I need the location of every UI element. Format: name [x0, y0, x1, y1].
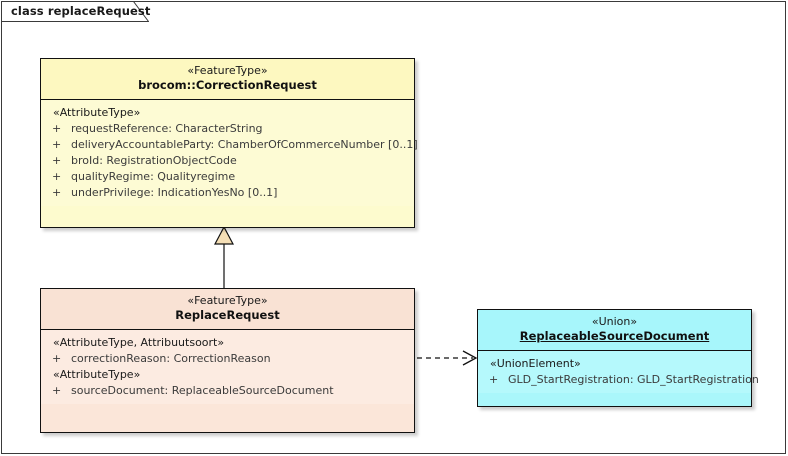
attribute-row[interactable]: + deliveryAccountableParty: ChamberOfCom… — [43, 137, 418, 153]
attribute-visibility: + — [52, 352, 62, 365]
attribute-row[interactable]: + qualityRegime: Qualityregime — [43, 169, 412, 185]
attribute-visibility: + — [52, 154, 62, 167]
attribute-label: sourceDocument: ReplaceableSourceDocumen… — [71, 384, 334, 397]
class-header-replaceable-source-document: «Union» ReplaceableSourceDocument — [478, 310, 751, 351]
class-box-replace-request[interactable]: «FeatureType» ReplaceRequest «AttributeT… — [40, 288, 415, 433]
attribute-label: requestReference: CharacterString — [71, 122, 263, 135]
class-box-replaceable-source-document[interactable]: «Union» ReplaceableSourceDocument «Union… — [477, 309, 759, 407]
class-header-correction-request: «FeatureType» brocom::CorrectionRequest — [41, 59, 414, 100]
attribute-label: underPrivilege: IndicationYesNo [0..1] — [71, 186, 278, 199]
class-stereotype: «Union» — [591, 315, 638, 328]
attribute-label: broId: RegistrationObjectCode — [71, 154, 237, 167]
attribute-visibility: + — [52, 138, 62, 151]
attribute-visibility: + — [52, 186, 62, 199]
class-name: ReplaceRequest — [175, 308, 280, 322]
attribute-label: deliveryAccountableParty: ChamberOfComme… — [71, 138, 418, 151]
attribute-label: correctionReason: CorrectionReason — [71, 352, 271, 365]
class-stereotype: «FeatureType» — [187, 64, 268, 77]
attribute-row[interactable]: + requestReference: CharacterString — [43, 121, 412, 137]
diagram-title-label: class replaceRequest — [11, 4, 151, 18]
attribute-row[interactable]: + correctionReason: CorrectionReason — [43, 351, 412, 367]
attribute-visibility: + — [52, 122, 62, 135]
attribute-group-label: «AttributeType, Attribuutsoort» — [53, 336, 225, 349]
attribute-label: qualityRegime: Qualityregime — [71, 170, 236, 183]
attribute-group-label: «AttributeType» — [53, 106, 141, 119]
class-box-correction-request[interactable]: «FeatureType» brocom::CorrectionRequest … — [40, 58, 418, 228]
class-name: brocom::CorrectionRequest — [138, 78, 317, 92]
attribute-group-label: «AttributeType» — [53, 368, 141, 381]
class-stereotype: «FeatureType» — [187, 294, 268, 307]
attribute-row[interactable]: + sourceDocument: ReplaceableSourceDocum… — [43, 383, 412, 399]
class-body-replaceable-source-document: «UnionElement» + GLD_StartRegistration: … — [478, 351, 759, 393]
class-body-replace-request: «AttributeType, Attribuutsoort» + correc… — [41, 330, 414, 404]
attribute-row[interactable]: + broId: RegistrationObjectCode — [43, 153, 412, 169]
attribute-label: GLD_StartRegistration: GLD_StartRegistra… — [508, 373, 759, 386]
attribute-row[interactable]: + GLD_StartRegistration: GLD_StartRegist… — [480, 372, 759, 388]
attribute-visibility: + — [52, 170, 62, 183]
diagram-title-tab: class replaceRequest — [1, 1, 151, 22]
attribute-visibility: + — [52, 384, 62, 397]
attribute-visibility: + — [489, 373, 499, 386]
class-name: ReplaceableSourceDocument — [519, 329, 710, 343]
class-body-correction-request: «AttributeType» + requestReference: Char… — [41, 100, 418, 206]
attribute-group-label: «UnionElement» — [490, 357, 581, 370]
dependency-connector[interactable] — [417, 350, 478, 366]
class-header-replace-request: «FeatureType» ReplaceRequest — [41, 289, 414, 330]
attribute-row[interactable]: + underPrivilege: IndicationYesNo [0..1] — [43, 185, 412, 201]
generalization-connector[interactable] — [214, 225, 234, 288]
